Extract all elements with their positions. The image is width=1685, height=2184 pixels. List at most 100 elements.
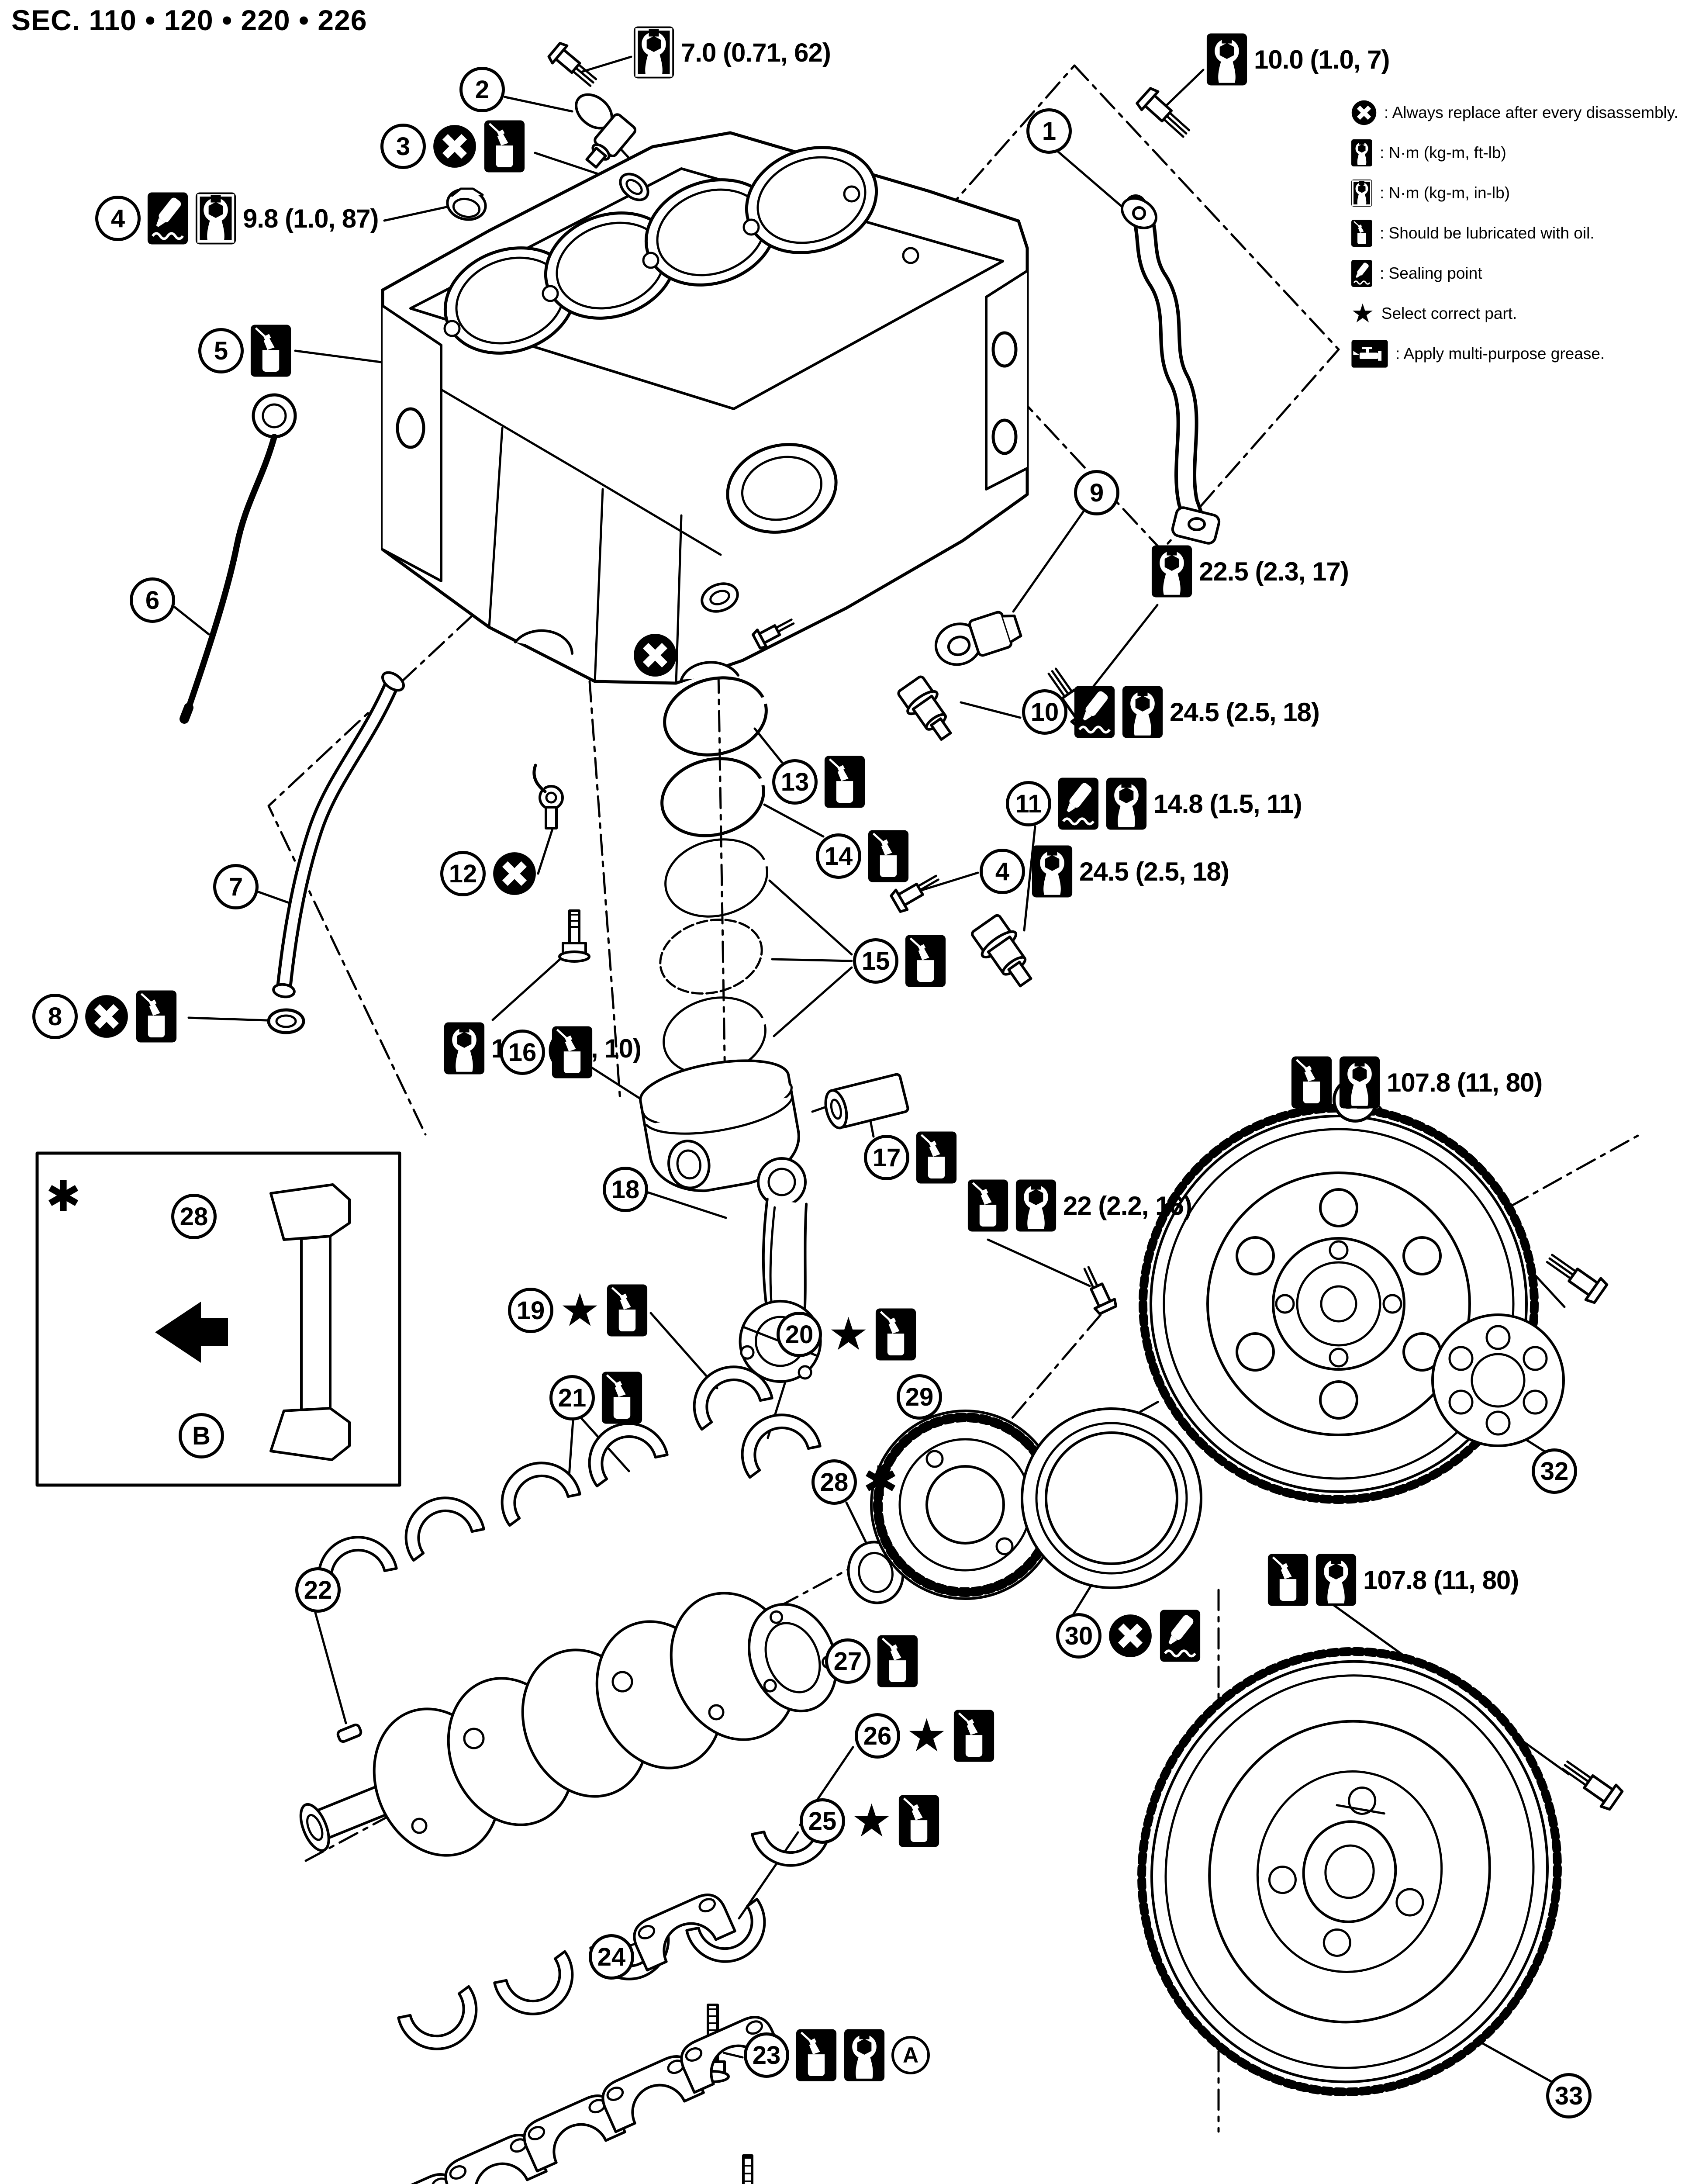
torque-wrench-ftlb-icon xyxy=(1031,844,1073,898)
callout-12: 12 xyxy=(440,851,537,896)
always-replace-icon xyxy=(492,851,537,896)
symbol-group xyxy=(632,632,678,678)
callout-B: B xyxy=(179,1413,224,1458)
symbol-group: ✱ xyxy=(46,1176,81,1218)
torque-value: 9.8 (1.0, 87) xyxy=(243,204,379,233)
callout-number: 26 xyxy=(855,1713,900,1759)
crankshaft-position-sensor xyxy=(547,41,649,201)
always-replace-icon xyxy=(1351,100,1377,126)
legend-text: : Sealing point xyxy=(1380,264,1482,282)
callout-7: 7 xyxy=(213,864,259,909)
oil-lubricate-icon xyxy=(967,1178,1009,1233)
oil-lubricate-icon xyxy=(915,1130,957,1185)
sealing-point-icon xyxy=(1074,685,1115,739)
torque-value: 14.8 (1.5, 11) xyxy=(1153,789,1302,819)
torque-value: 24.5 (2.5, 18) xyxy=(1170,697,1320,727)
callout-number: 11 xyxy=(1006,781,1051,826)
oil-lubricate-icon xyxy=(551,1025,593,1079)
flywheel-bolt xyxy=(1561,1760,1624,1811)
legend-row-inlb: : N·m (kg-m, in-lb) xyxy=(1351,173,1685,213)
torque-wrench-ftlb-icon xyxy=(1151,544,1193,598)
callout-number: 33 xyxy=(1546,2073,1592,2118)
torque-wrench-inlb-icon xyxy=(195,191,237,245)
callout-11: 11 14.8 (1.5, 11) xyxy=(1006,777,1302,831)
callout-9: 9 xyxy=(1074,470,1119,515)
callout-number: 29 xyxy=(897,1374,942,1420)
callout-28: 28 xyxy=(171,1194,217,1239)
always-replace-icon xyxy=(632,632,678,678)
callout-20: 20★ xyxy=(777,1307,917,1362)
always-replace-icon xyxy=(84,994,129,1039)
select-part-star-icon: ★ xyxy=(1351,299,1374,328)
torque-label: 107.8 (11, 80) xyxy=(1291,1055,1543,1109)
oil-lubricate-icon xyxy=(877,1634,918,1688)
callout-number: 22 xyxy=(295,1567,341,1613)
oil-lubricate-icon xyxy=(867,829,909,883)
callout-number: 28 xyxy=(171,1194,217,1239)
legend-text: : Apply multi-purpose grease. xyxy=(1395,345,1605,363)
callout-32: 32 xyxy=(1532,1448,1577,1494)
direction-arrow-icon xyxy=(155,1302,228,1363)
callout-number: 30 xyxy=(1056,1613,1101,1659)
piston xyxy=(639,1059,909,1192)
callout-number: 3 xyxy=(380,124,426,169)
callout-number: 4 xyxy=(980,849,1025,894)
callout-number: 32 xyxy=(1532,1448,1577,1494)
legend-text: Select correct part. xyxy=(1381,304,1517,322)
legend-row-seal: : Sealing point xyxy=(1351,253,1685,294)
select-part-star-icon: ★ xyxy=(851,1796,892,1846)
torque-value: 22 (2.2, 16) xyxy=(1063,1191,1192,1220)
piston-rings xyxy=(659,676,778,1076)
cap-long-bolt xyxy=(742,2154,753,2184)
oil-lubricate-icon xyxy=(1291,1055,1333,1109)
oil-lubricate-icon xyxy=(795,2028,837,2082)
flywheel xyxy=(1137,1647,1562,2097)
main-bearing-cap-single xyxy=(633,1894,736,1972)
callout-number: 7 xyxy=(213,864,259,909)
legend-row-star: ★ Select correct part. xyxy=(1351,294,1685,334)
callout-number: 27 xyxy=(825,1638,870,1684)
callout-30: 30 xyxy=(1056,1609,1201,1663)
legend-text: : N·m (kg-m, ft-lb) xyxy=(1380,144,1506,162)
callout-number: 17 xyxy=(864,1135,909,1180)
oil-level-gauge xyxy=(180,393,297,724)
rear-oil-seal xyxy=(1021,1407,1202,1589)
drive-plate-bolt xyxy=(1546,1254,1609,1304)
legend-row-oil: : Should be lubricated with oil. xyxy=(1351,213,1685,253)
select-part-star-icon: ★ xyxy=(828,1309,869,1360)
legend-text: : Always replace after every disassembly… xyxy=(1384,104,1678,121)
callout-number: 5 xyxy=(198,328,244,373)
select-part-star-icon: ★ xyxy=(559,1285,601,1336)
torque-label: 22 (2.2, 16) xyxy=(967,1178,1192,1233)
signal-plate-bolt xyxy=(1083,1266,1118,1315)
oil-lubricate-icon xyxy=(953,1709,995,1763)
callout-17: 17 xyxy=(864,1130,957,1185)
callout-number: 18 xyxy=(603,1167,648,1212)
oil-lubricate-icon xyxy=(601,1371,643,1425)
sealing-point-icon xyxy=(1159,1609,1201,1663)
callout-21: 21 xyxy=(549,1371,643,1425)
crankshaft xyxy=(299,1592,838,1857)
callout-24: 24 xyxy=(589,1934,634,1980)
asterisk-icon: ✱ xyxy=(46,1173,81,1220)
torque-label: 107.8 (11, 80) xyxy=(1267,1553,1519,1607)
callout-number: 1 xyxy=(1026,108,1072,154)
callout-4: 4 24.5 (2.5, 18) xyxy=(980,844,1229,898)
torque-value: 24.5 (2.5, 18) xyxy=(1079,857,1229,886)
torque-value: 22.5 (2.3, 17) xyxy=(1199,556,1349,586)
callout-1: 1 xyxy=(1026,108,1072,154)
main-bearings-upper xyxy=(317,1365,822,1601)
torque-value: 7.0 (0.71, 62) xyxy=(681,38,831,67)
torque-value: 10.0 (1.0, 7) xyxy=(1254,45,1390,74)
signal-plate xyxy=(870,1410,1060,1600)
callout-number: 19 xyxy=(508,1288,553,1333)
oil-lubricate-icon xyxy=(1351,219,1373,247)
callout-2: 2 xyxy=(459,67,505,112)
torque-wrench-ftlb-icon xyxy=(1015,1178,1057,1233)
tightening-order-a-badge: A xyxy=(891,2036,930,2074)
oil-lubricate-icon xyxy=(135,989,177,1044)
thrust-washer-section xyxy=(269,1183,351,1461)
